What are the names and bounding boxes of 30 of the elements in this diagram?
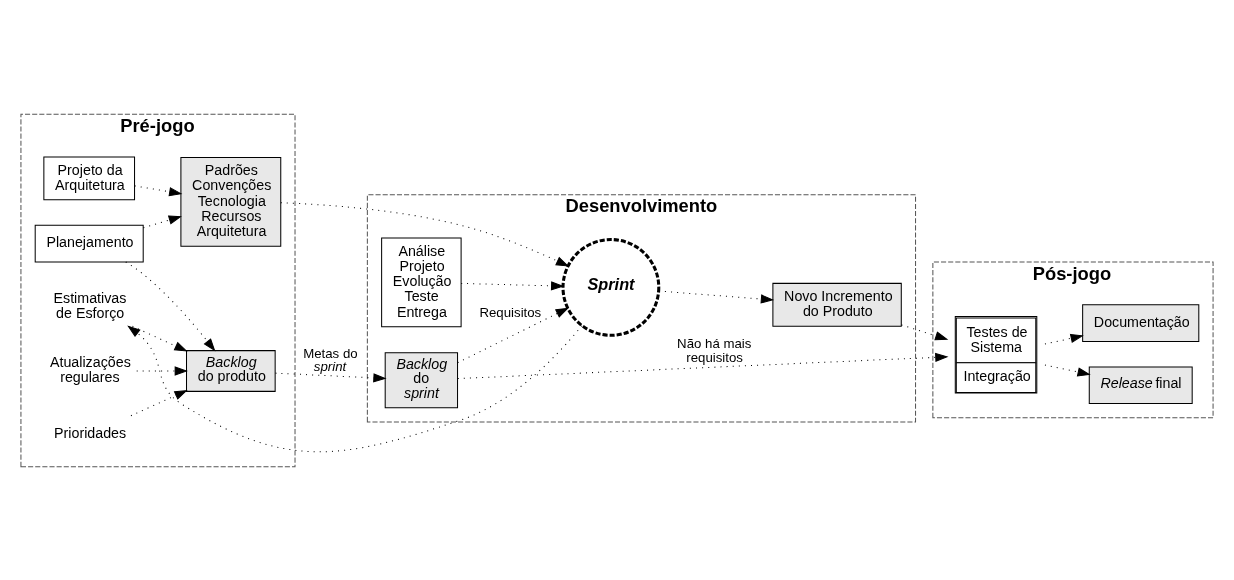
arrow: [125, 261, 216, 352]
node-text: Atualizações regulares: [49, 353, 131, 385]
edge-label: Não há mais requisitos: [677, 335, 752, 365]
node-box: Novo Incremento do Produto: [772, 282, 902, 327]
arrow: [280, 201, 570, 267]
node-box: Análise Projeto Evolução Teste Entrega: [381, 237, 462, 327]
arrow: [142, 215, 182, 228]
arrow: [460, 280, 565, 290]
node-box: Release final: [1088, 365, 1193, 404]
node-box: Documentação: [1082, 303, 1200, 342]
node-box: Projeto da Arquitetura: [43, 156, 136, 200]
edge-label: Requisitos: [479, 304, 542, 320]
arrow: [127, 324, 583, 452]
node-box: Backlog do produto: [186, 349, 276, 392]
node-circle: Sprint: [561, 237, 661, 337]
arrow: [131, 325, 188, 352]
arrow: [900, 323, 949, 340]
arrow: [1044, 363, 1091, 377]
arrow: [134, 184, 183, 196]
node-text: Prioridades: [54, 424, 127, 441]
edge-label: Metas do sprint: [303, 345, 358, 374]
arrow: [136, 365, 188, 376]
node-box: Backlog do sprint: [384, 351, 459, 408]
node-text: Estimativas de Esforço: [53, 289, 127, 321]
node-box: Planejamento: [34, 224, 144, 262]
node-box: Padrões Convenções Tecnologia Recursos Arquitetura: [180, 156, 282, 247]
arrow: [457, 307, 569, 363]
arrow: [130, 389, 188, 416]
arrow: [457, 352, 949, 379]
arrow: [1044, 333, 1084, 345]
